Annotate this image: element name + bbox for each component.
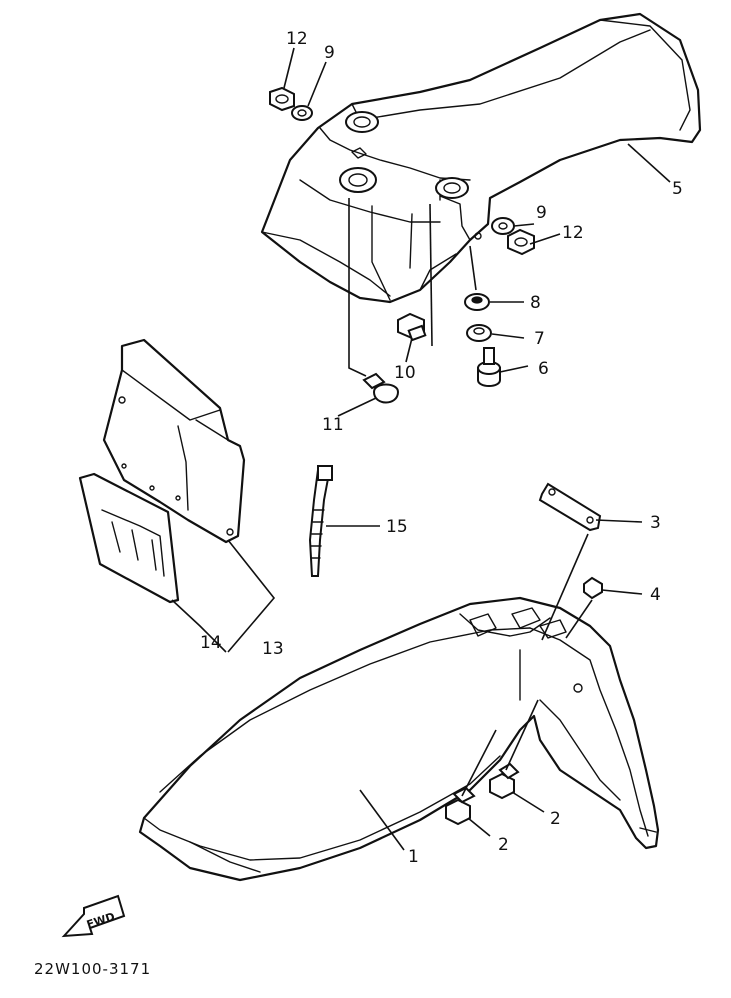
callout-7: 7	[534, 329, 545, 349]
rear-washer-right	[491, 217, 515, 235]
rear-washer-top	[291, 105, 313, 121]
collar-7	[466, 324, 492, 342]
callout-5: 5	[672, 179, 683, 199]
callout-14: 14	[200, 633, 222, 653]
rear-nut-top	[269, 86, 295, 112]
callout-9-top: 9	[324, 43, 335, 63]
nut-4	[583, 576, 603, 600]
cover-13	[102, 338, 246, 544]
assembly-line-rear-3	[469, 245, 477, 291]
assembly-line-rear	[348, 198, 367, 377]
callout-leaders	[283, 47, 671, 851]
fwd-arrow-icon: FWD	[61, 894, 126, 938]
callout-10: 10	[394, 363, 416, 383]
bracket-3	[538, 482, 602, 532]
callout-12-top: 12	[286, 29, 308, 49]
callout-11: 11	[322, 415, 344, 435]
assembly-line-front-1	[461, 729, 497, 797]
drawing-code: 22W100-3171	[34, 960, 151, 978]
bolt-10	[397, 312, 427, 342]
bolt-2-upper	[489, 762, 520, 800]
callout-2-right: 2	[550, 809, 561, 829]
callout-9-right: 9	[536, 203, 547, 223]
assembly-line-nut	[565, 599, 593, 639]
callout-12-right: 12	[562, 223, 584, 243]
bolt-2-lower	[445, 786, 476, 826]
callout-13: 13	[262, 639, 284, 659]
callout-4: 4	[650, 585, 661, 605]
callout-15: 15	[386, 517, 408, 537]
callout-numbers: 12 9 5 9 12 8 7 6 10 11 15 3 4 14 13 2 2…	[200, 29, 683, 867]
assembly-line-rear-2	[429, 203, 433, 347]
callout-3: 3	[650, 513, 661, 533]
grommet-8	[464, 293, 490, 311]
callout-1: 1	[408, 847, 419, 867]
plate-14	[78, 472, 180, 604]
callout-8: 8	[530, 293, 541, 313]
assembly-line-front-2	[505, 699, 539, 771]
leader-14	[171, 599, 227, 653]
leader-13-14	[227, 539, 276, 653]
rear-nut-right	[507, 228, 535, 256]
bolt-6	[477, 347, 501, 387]
assembly-line-bracket	[541, 533, 589, 641]
bolt-11	[362, 372, 400, 404]
callout-2-lower: 2	[498, 835, 509, 855]
rear-fender	[260, 12, 702, 304]
cable-tie-15	[308, 465, 333, 577]
callout-6: 6	[538, 359, 549, 379]
